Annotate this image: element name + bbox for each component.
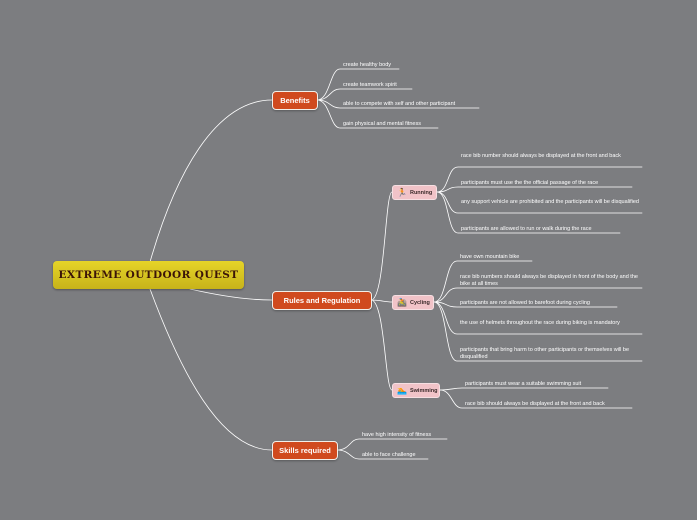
connector-skills-1 — [336, 438, 448, 451]
connector-skills-2 — [336, 449, 429, 460]
subtopic-running-label: Running — [409, 189, 433, 196]
swimming-rule[interactable]: race bib should always be displayed at t… — [465, 401, 605, 407]
running-rule[interactable]: race bib number should always be display… — [461, 153, 621, 159]
connector-cycling-1 — [433, 260, 533, 303]
subtopic-swimming-label: Swimming — [409, 387, 438, 394]
running-rule[interactable]: participants must use the the official p… — [461, 180, 599, 186]
connector-swimming-1 — [439, 387, 609, 391]
connector-running-2 — [436, 186, 633, 193]
connector-benefits-3 — [316, 99, 480, 109]
connector-rules-swimming — [370, 299, 393, 391]
connector-root-benefits — [149, 99, 273, 263]
connector-running-4 — [436, 191, 621, 234]
skill-item[interactable]: able to face challenge — [362, 452, 416, 458]
root-topic-label: EXTREME OUTDOOR QUEST — [58, 269, 239, 281]
topic-skills-required[interactable]: Skills required — [272, 441, 338, 460]
swimmer-icon: 🏊 — [397, 385, 407, 395]
skill-item[interactable]: have high intensity of fitness — [362, 432, 432, 438]
bicycle-icon: 🚵 — [397, 297, 407, 307]
connector-cycling-5 — [433, 301, 643, 362]
connector-benefits-2 — [316, 88, 413, 101]
topic-skills-label: Skills required — [279, 446, 331, 455]
benefit-item[interactable]: gain physical and mental fitness — [343, 121, 421, 127]
running-rule[interactable]: any support vehicle are prohibited and t… — [461, 199, 639, 205]
connector-root-skills — [149, 288, 273, 451]
cycling-rule[interactable]: have own mountain bike — [460, 254, 520, 260]
connector-swimming-2 — [439, 389, 633, 409]
connector-benefits-1 — [316, 68, 400, 101]
topic-rules-label: Rules and Regulation — [283, 296, 361, 305]
connector-cycling-2 — [433, 287, 643, 303]
connector-cycling-4 — [433, 301, 643, 335]
connector-rules-cycling — [370, 299, 393, 303]
connector-benefits-4 — [316, 99, 439, 129]
topic-benefits[interactable]: Benefits — [272, 91, 318, 110]
topic-benefits-label: Benefits — [280, 96, 310, 105]
connector-running-1 — [436, 166, 643, 193]
running-person-icon: 🏃 — [397, 187, 407, 197]
subtopic-running[interactable]: 🏃 Running — [392, 185, 437, 200]
connector-cycling-3 — [433, 301, 618, 308]
benefit-item[interactable]: create teamwork spirit — [343, 82, 397, 88]
topic-rules-and-regulation[interactable]: Rules and Regulation — [272, 291, 372, 310]
cycling-rule[interactable]: participants that bring harm to other pa… — [460, 347, 630, 360]
benefit-item[interactable]: able to compete with self and other part… — [343, 101, 456, 107]
root-topic[interactable]: EXTREME OUTDOOR QUEST — [53, 261, 244, 289]
connector-root-rules — [189, 288, 273, 301]
subtopic-swimming[interactable]: 🏊 Swimming — [392, 383, 440, 398]
subtopic-cycling-label: Cycling — [409, 299, 430, 306]
cycling-rule[interactable]: race bib numbers should always be displa… — [460, 274, 638, 287]
subtopic-cycling[interactable]: 🚵 Cycling — [392, 295, 434, 310]
cycling-rule[interactable]: the use of helmets throughout the race d… — [460, 320, 620, 326]
cycling-rule[interactable]: participants are not allowed to barefoot… — [460, 300, 590, 306]
connector-rules-running — [370, 191, 393, 301]
swimming-rule[interactable]: participants must wear a suitable swimmi… — [465, 381, 582, 387]
benefit-item[interactable]: create healthy body — [343, 62, 392, 68]
running-rule[interactable]: participants are allowed to run or walk … — [461, 226, 592, 232]
